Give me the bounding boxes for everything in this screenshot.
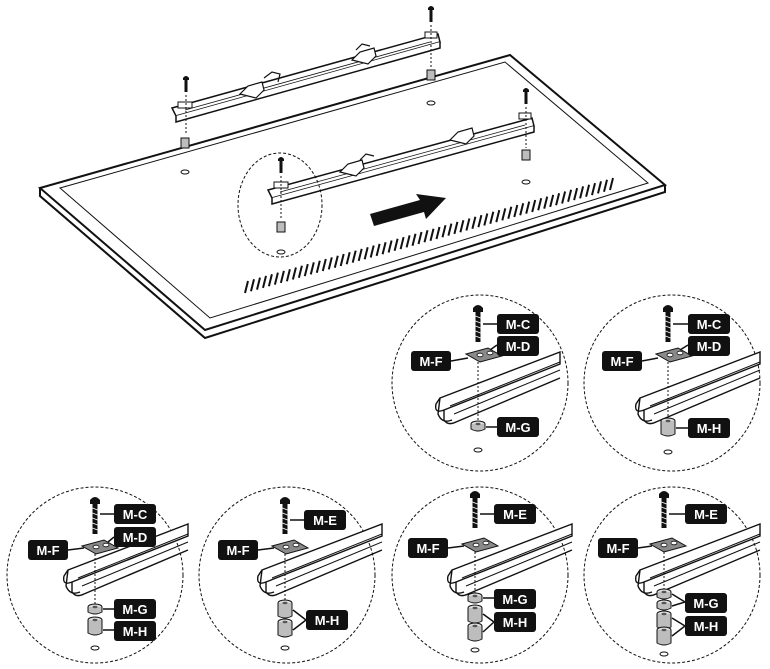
label-m-e: M-E: [290, 510, 346, 530]
svg-text:M-C: M-C: [697, 317, 722, 332]
svg-text:M-G: M-G: [502, 592, 527, 607]
label-m-f: M-F: [218, 540, 275, 560]
rail-icon: [170, 31, 441, 123]
label-m-g: M-G: [483, 589, 536, 609]
label-m-c: M-C: [673, 314, 730, 334]
spacer-icon: [180, 69, 436, 175]
label-m-h: M-H: [676, 418, 730, 438]
label-m-g: M-G: [486, 417, 539, 437]
rail-icon: [266, 112, 535, 205]
label-m-d: M-D: [489, 336, 539, 356]
tv-back-panel: [37, 53, 668, 340]
label-m-h: M-H: [292, 609, 348, 631]
label-m-d: M-D: [107, 527, 156, 547]
svg-text:M-C: M-C: [506, 317, 531, 332]
label-m-f: M-F: [411, 351, 469, 371]
svg-text:M-G: M-G: [693, 596, 718, 611]
svg-text:M-C: M-C: [123, 507, 148, 522]
svg-text:M-G: M-G: [122, 602, 147, 617]
svg-text:M-H: M-H: [503, 615, 528, 630]
svg-text:M-D: M-D: [506, 339, 531, 354]
svg-text:M-E: M-E: [694, 507, 718, 522]
svg-text:M-H: M-H: [694, 619, 719, 634]
svg-text:M-H: M-H: [697, 421, 722, 436]
detail-circle-3: [6, 486, 189, 664]
svg-text:M-F: M-F: [419, 354, 442, 369]
label-m-f: M-F: [28, 540, 85, 560]
label-m-f: M-F: [598, 538, 653, 558]
label-m-h: M-H: [103, 621, 156, 641]
label-m-c: M-C: [483, 314, 539, 334]
svg-text:M-F: M-F: [606, 541, 629, 556]
vent-slots: [244, 177, 614, 294]
detail-circle-1: [391, 294, 569, 472]
zoom-circle: [237, 152, 323, 258]
svg-text:M-E: M-E: [503, 507, 527, 522]
label-m-d: M-D: [679, 336, 730, 356]
label-m-h: M-H: [671, 616, 727, 637]
svg-text:M-F: M-F: [36, 543, 59, 558]
label-m-g: M-G: [671, 593, 727, 613]
svg-text:M-D: M-D: [123, 530, 148, 545]
svg-text:M-F: M-F: [610, 354, 633, 369]
label-m-c: M-C: [100, 504, 156, 524]
svg-text:M-G: M-G: [505, 420, 530, 435]
label-m-e: M-E: [480, 504, 536, 524]
svg-text:M-F: M-F: [416, 541, 439, 556]
label-m-f: M-F: [408, 538, 465, 558]
detail-circle-2: [583, 294, 761, 472]
svg-text:M-H: M-H: [123, 624, 148, 639]
label-m-f: M-F: [602, 351, 659, 371]
svg-text:M-H: M-H: [315, 613, 340, 628]
svg-text:M-F: M-F: [226, 543, 249, 558]
label-m-g: M-G: [103, 599, 156, 619]
detail-circle-4: [198, 486, 383, 664]
svg-text:M-E: M-E: [313, 513, 337, 528]
label-m-e: M-E: [669, 504, 727, 524]
label-m-h: M-H: [482, 612, 536, 633]
svg-text:M-D: M-D: [697, 339, 722, 354]
arrow-icon: [370, 194, 446, 226]
